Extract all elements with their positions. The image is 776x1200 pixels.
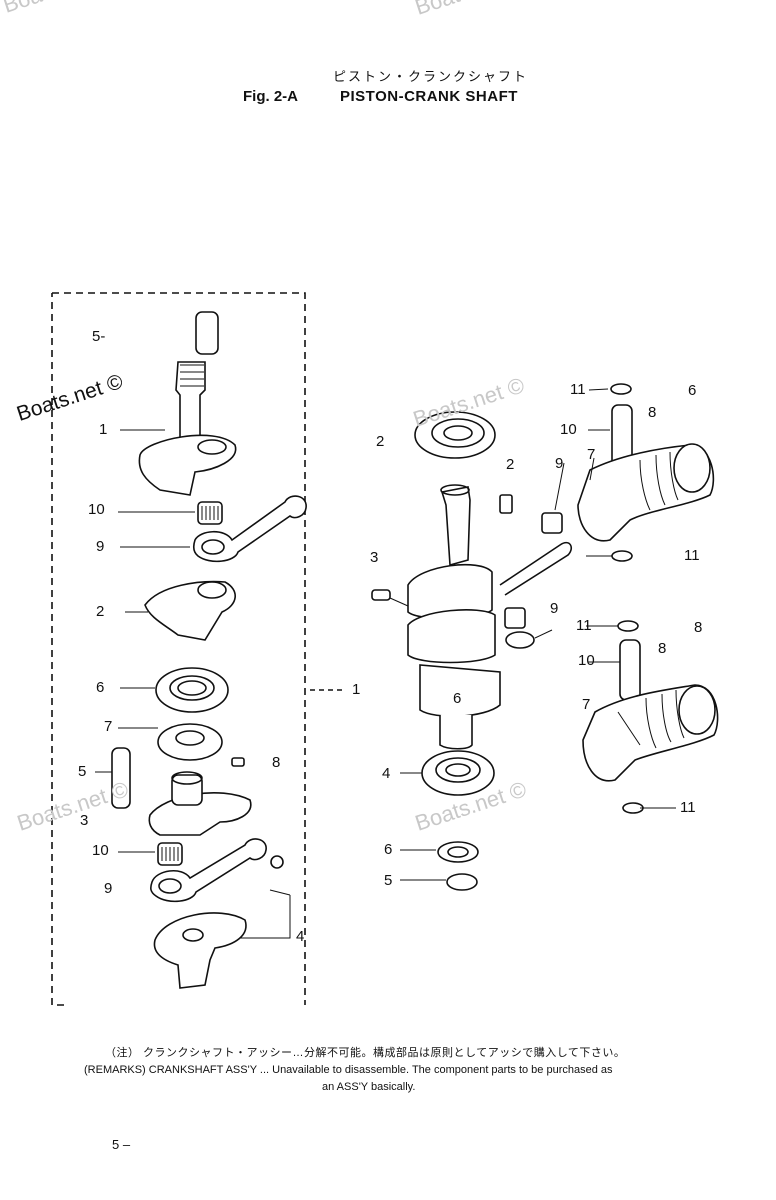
right-bearing-9-lower: [504, 607, 553, 649]
callout-8-far-right: 8: [694, 619, 703, 636]
right-circlip-5: [400, 873, 478, 891]
right-collar-6: [400, 841, 479, 863]
callout-10: 10: [88, 501, 105, 518]
callout-5: 5-: [92, 328, 106, 345]
left-crank-web-2: [125, 580, 236, 641]
callout-3-right: 3: [370, 549, 379, 566]
left-conrod-upper: [120, 495, 307, 563]
figure-number: Fig. 2-A: [243, 88, 298, 105]
left-conrod-lower: [150, 838, 284, 903]
right-bearing-9-upper: [541, 512, 563, 534]
callout-7: 7: [104, 718, 113, 735]
left-crank-pin-5: [95, 747, 131, 809]
callout-9-right: 9: [555, 455, 564, 472]
callout-6-right: 6: [688, 382, 697, 399]
remarks-japanese: （注） クランクシャフト・アッシー…分解不可能。構成部品は原則としてアッシで購入…: [105, 1047, 626, 1059]
callout-11-lower: 11: [576, 617, 592, 634]
page-number: 5 –: [112, 1137, 131, 1152]
callout-10-lower-right: 10: [578, 652, 595, 669]
callout-5-lower: 5: [78, 763, 87, 780]
remarks-english: (REMARKS) CRANKSHAFT ASS'Y ... Unavailab…: [84, 1064, 613, 1076]
left-crankshaft-lower-4: [153, 889, 291, 989]
callout-2-key: 2: [506, 456, 515, 473]
left-crank-web-3: [148, 771, 252, 836]
left-key-8: [231, 757, 245, 767]
callout-6-collar: 6: [384, 841, 393, 858]
callout-11-top: 11: [570, 381, 586, 398]
callout-9-lower-right: 9: [550, 600, 559, 617]
right-piston-lower: [582, 684, 719, 782]
callout-9-lower: 9: [104, 880, 113, 897]
callout-8: 8: [272, 754, 281, 771]
left-needle-bearing-lower: [118, 842, 183, 866]
callout-1-assembly: 1: [352, 681, 361, 698]
right-ball-bearing-4: [400, 750, 495, 796]
right-clip-11-top: [610, 383, 632, 395]
left-needle-bearing-upper: [118, 501, 223, 525]
callout-6-inner: 6: [453, 690, 462, 707]
callout-6: 6: [96, 679, 105, 696]
left-crankshaft-upper: [120, 311, 237, 496]
callout-2-bearing: 2: [376, 433, 385, 450]
callout-10-lower: 10: [92, 842, 109, 859]
left-collar-7: [118, 723, 223, 761]
callout-11-mid: 11: [684, 547, 700, 564]
callout-7-right: 7: [587, 446, 596, 463]
callout-1: 1: [99, 421, 108, 438]
callout-5-clip: 5: [384, 872, 393, 889]
callout-8-right: 8: [648, 404, 657, 421]
callout-10-right: 10: [560, 421, 577, 438]
callout-2: 2: [96, 603, 105, 620]
callout-3: 3: [80, 812, 89, 829]
callout-4: 4: [296, 928, 305, 945]
callout-8-lower-right: 8: [658, 640, 667, 657]
callout-4-right: 4: [382, 765, 391, 782]
remarks-english-line2: an ASS'Y basically.: [322, 1081, 416, 1093]
callout-11-bottom: 11: [680, 799, 696, 816]
figure-title-japanese: ピストン・クランクシャフト: [333, 69, 529, 84]
right-crankshaft: [371, 484, 572, 750]
assembly-frame: [51, 292, 306, 1006]
figure-title: PISTON-CRANK SHAFT: [340, 88, 518, 105]
right-ball-bearing-2: [414, 411, 496, 459]
callout-7-lower-right: 7: [582, 696, 591, 713]
left-ball-bearing-6: [120, 667, 229, 713]
right-key-2: [499, 494, 513, 514]
right-piston-pin-10-lower: [619, 639, 641, 701]
callout-9: 9: [96, 538, 105, 555]
right-clip-11-mid: [611, 550, 633, 562]
right-piston-upper: [577, 443, 715, 542]
right-clip-11-lower: [617, 620, 639, 632]
